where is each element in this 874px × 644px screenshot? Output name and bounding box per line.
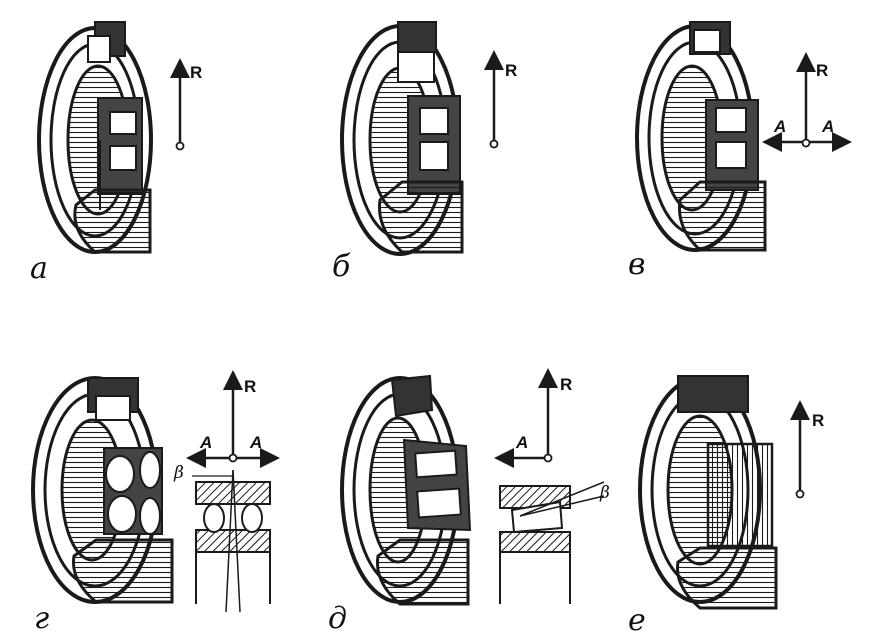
force-label-r: R: [812, 411, 824, 430]
figure-label-b: б: [332, 249, 351, 284]
figure-label-g: г: [34, 601, 49, 636]
force-group-e: R: [790, 400, 824, 499]
force-label-r: R: [505, 61, 517, 80]
bearing-figure-e: [638, 375, 778, 610]
force-label-a-left: A: [773, 117, 786, 136]
figure-label-d: д: [328, 601, 347, 636]
force-group-g: R A A: [186, 370, 280, 468]
bearing-section-d: β: [499, 481, 610, 604]
figure-label-a: а: [30, 251, 48, 286]
bearing-figure-a: [37, 21, 153, 254]
figure-label-v: в: [628, 247, 645, 282]
bearing-figure-b: [340, 21, 464, 256]
force-group-a: R: [170, 58, 202, 151]
force-label-a-left: A: [199, 433, 212, 452]
bearing-figure-v: [635, 21, 767, 252]
force-label-a-right: A: [249, 433, 262, 452]
force-label-r: R: [244, 377, 256, 396]
bearing-section-g: β: [173, 463, 271, 613]
bearing-figure-d: [340, 374, 472, 606]
force-label-a: A: [515, 433, 528, 452]
angle-label-beta: β: [173, 463, 184, 483]
force-label-r: R: [816, 61, 828, 80]
angle-label-beta: β: [599, 483, 610, 503]
force-group-v: R A A: [762, 52, 852, 152]
force-group-d: R A: [494, 368, 572, 468]
force-label-a-right: A: [821, 117, 834, 136]
force-label-r: R: [190, 63, 202, 82]
bearing-figure-g: [31, 376, 174, 604]
force-label-r: R: [560, 375, 572, 394]
figure-label-e: е: [628, 603, 646, 638]
force-group-b: R: [484, 50, 517, 149]
